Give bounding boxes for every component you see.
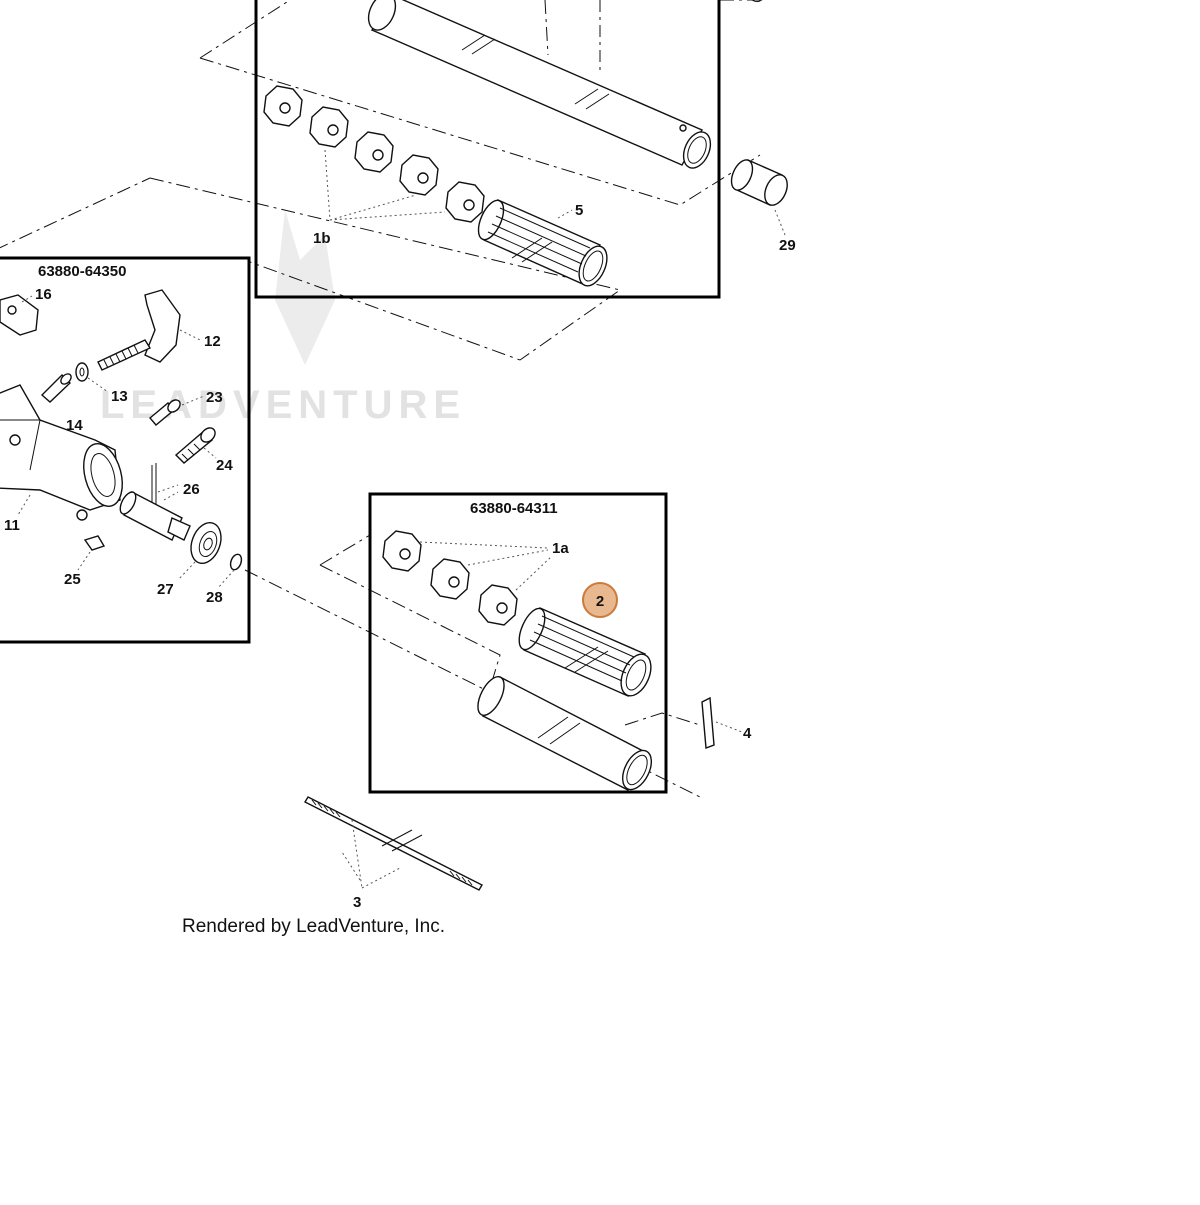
- snap-ring-28[interactable]: [229, 553, 244, 571]
- pin[interactable]: [40, 372, 73, 403]
- callout-24[interactable]: 24: [216, 457, 233, 474]
- washer-13[interactable]: [75, 362, 89, 382]
- callout-29[interactable]: 29: [779, 237, 796, 254]
- lower-shaft-tube[interactable]: [473, 673, 658, 794]
- t-knob-12[interactable]: [97, 289, 181, 371]
- kit-number-middle: 63880-64311: [470, 500, 558, 517]
- screw-24[interactable]: [174, 425, 218, 464]
- top-kit-parts: 1b 5: [263, 0, 715, 290]
- callout-5[interactable]: 5: [575, 202, 583, 219]
- end-cap-29[interactable]: [727, 157, 791, 209]
- edge-part-fragment: [751, 0, 763, 3]
- splined-liner-2[interactable]: [514, 605, 657, 701]
- bearing-27[interactable]: [186, 518, 227, 567]
- kit-box-top: [254, 0, 721, 299]
- clutch-housing-11[interactable]: [0, 384, 129, 521]
- callout-1b[interactable]: 1b: [313, 230, 331, 247]
- callout-4[interactable]: 4: [743, 725, 752, 742]
- callout-25[interactable]: 25: [64, 571, 81, 588]
- bushing-set-1b[interactable]: [263, 85, 485, 223]
- clip-25[interactable]: [83, 535, 106, 551]
- callout-27[interactable]: 27: [157, 581, 174, 598]
- callout-28[interactable]: 28: [206, 589, 223, 606]
- callout-1a[interactable]: 1a: [552, 540, 569, 557]
- callout-13[interactable]: 13: [111, 388, 128, 405]
- kit-box-left: [0, 256, 251, 644]
- drive-shaft-3[interactable]: [304, 796, 483, 891]
- bushing-set-1a[interactable]: [382, 530, 518, 626]
- callout-3[interactable]: 3: [353, 894, 361, 911]
- kit-number-left: 63880-64350: [38, 263, 126, 280]
- callout-16[interactable]: 16: [35, 286, 52, 303]
- shim-4[interactable]: [701, 696, 715, 749]
- callout-23[interactable]: 23: [206, 389, 223, 406]
- upper-shaft-tube[interactable]: [363, 0, 715, 172]
- callout-26[interactable]: 26: [183, 481, 200, 498]
- render-credit: Rendered by LeadVenture, Inc.: [182, 916, 445, 937]
- left-kit-parts: 16 12 13 23 14: [0, 286, 243, 606]
- highlight-label: 2: [596, 593, 604, 610]
- middle-kit-parts: 1a 2: [382, 530, 658, 794]
- drive-shaft-stub[interactable]: [117, 490, 191, 541]
- callout-11[interactable]: 11: [4, 517, 20, 534]
- callout-12[interactable]: 12: [204, 333, 221, 350]
- kit-box-middle: [368, 492, 668, 794]
- bracket-16[interactable]: [0, 294, 39, 336]
- callout-14[interactable]: 14: [66, 417, 83, 434]
- bolt-23[interactable]: [149, 398, 182, 426]
- assembly-outlines: [0, 0, 761, 798]
- highlight-marker-2[interactable]: 2: [582, 582, 618, 618]
- splined-liner-5[interactable]: [473, 197, 612, 290]
